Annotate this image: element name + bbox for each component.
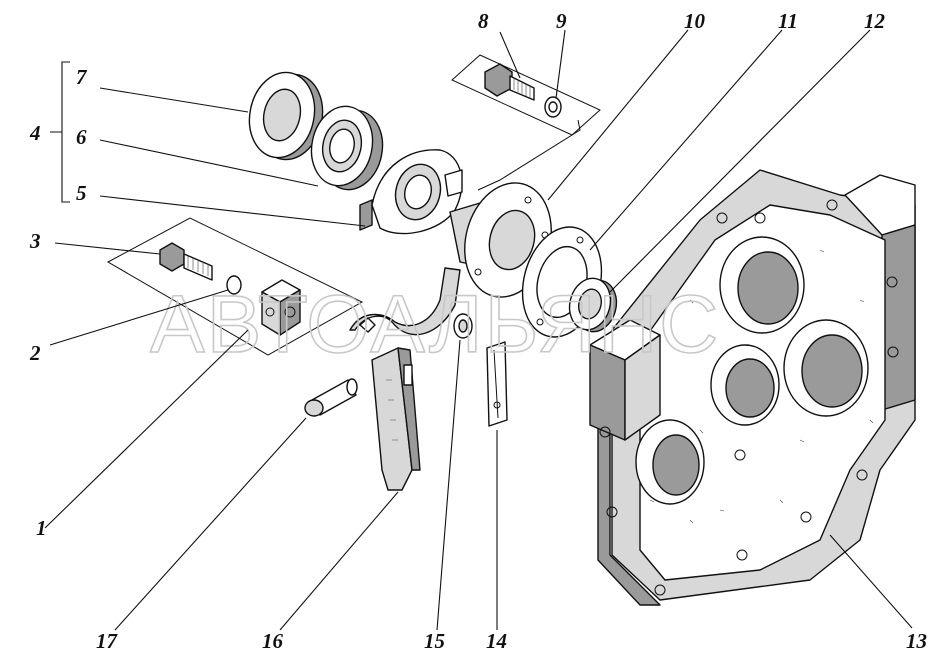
callout-6: 6 (76, 125, 87, 149)
oil-seal-part-12 (568, 277, 618, 333)
callout-16: 16 (262, 629, 284, 653)
callout-9: 9 (556, 9, 567, 33)
pin-part-17 (304, 378, 358, 417)
callout-12: 12 (864, 9, 886, 33)
bearing-housing-part-5 (359, 149, 463, 235)
bolt-inset-parts-2-3 (106, 217, 364, 356)
callout-labels: 1 2 3 4 5 6 7 8 9 10 11 12 13 14 15 16 1… (29, 9, 927, 653)
callout-13: 13 (906, 629, 927, 653)
callout-14: 14 (486, 629, 507, 653)
leader-lines (44, 29, 913, 631)
callout-7: 7 (76, 65, 88, 89)
washer-part-15 (453, 313, 473, 339)
callout-4: 4 (29, 121, 41, 145)
ball-bearing-part-6 (310, 105, 384, 191)
housing-cover-part-13 (589, 169, 916, 606)
callout-10: 10 (684, 9, 706, 33)
callout-5: 5 (76, 181, 87, 205)
callout-15: 15 (424, 629, 445, 653)
group-bracket-4 (50, 61, 70, 203)
callout-17: 17 (96, 629, 119, 653)
bolt-inset-parts-8-9 (451, 54, 601, 136)
callout-1: 1 (36, 516, 47, 540)
callout-3: 3 (29, 229, 41, 253)
callout-2: 2 (29, 341, 41, 365)
seal-ring-part-7 (248, 71, 324, 161)
inset-connector-line (477, 119, 581, 191)
callout-11: 11 (778, 9, 798, 33)
cotter-pin-part-14 (486, 341, 508, 427)
callout-8: 8 (478, 9, 489, 33)
shift-fork-part-1 (349, 267, 461, 491)
watermark: АВТОАЛЬЯНС (150, 279, 720, 370)
